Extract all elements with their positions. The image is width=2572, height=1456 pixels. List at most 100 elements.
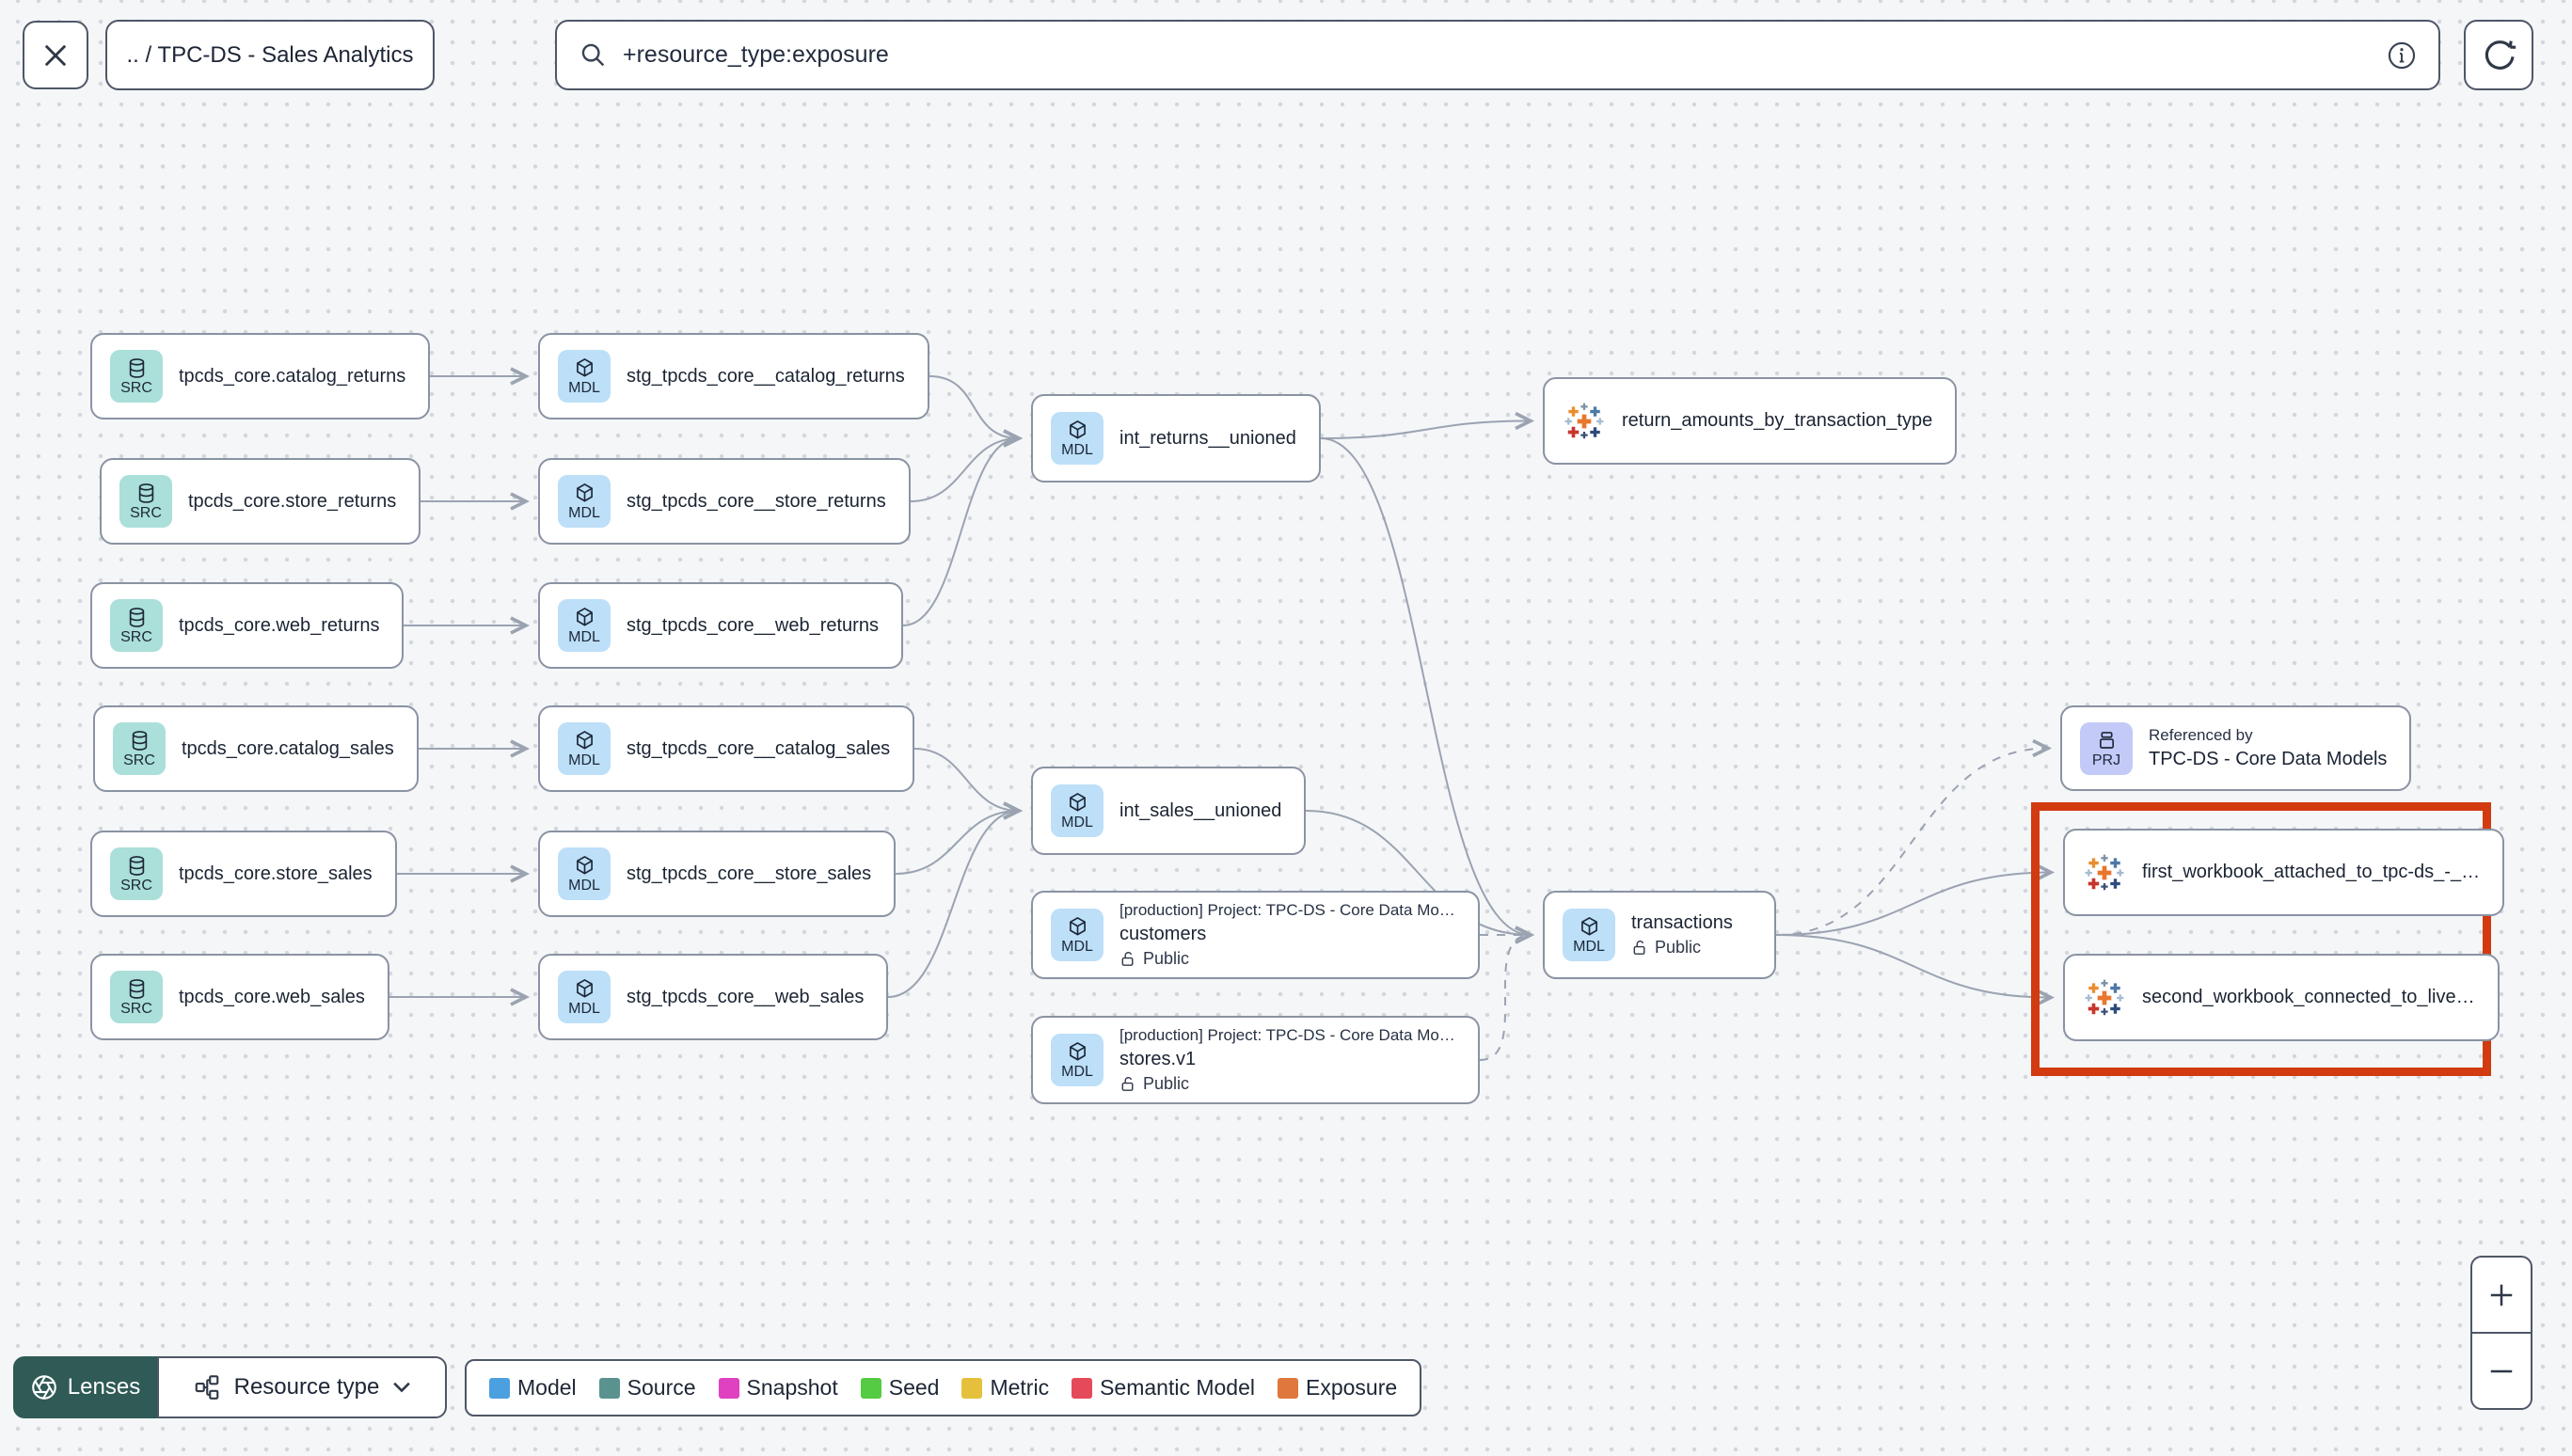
zoom-in-button[interactable] <box>2472 1258 2531 1332</box>
edge-int_returns-to-transactions <box>1320 437 1535 944</box>
badge-label: MDL <box>568 752 600 768</box>
graph-node-stores[interactable]: MDL [production] Project: TPC-DS - Core D… <box>1031 1016 1480 1104</box>
model-badge: MDL <box>1051 784 1103 837</box>
refresh-button[interactable] <box>2464 20 2533 90</box>
info-icon[interactable] <box>2386 40 2418 71</box>
graph-node-wb_second[interactable]: second_workbook_connected_to_live… <box>2063 954 2500 1041</box>
node-title: return_amounts_by_transaction_type <box>1622 410 1933 431</box>
graph-node-stg_catalog_sales[interactable]: MDL stg_tpcds_core__catalog_sales <box>538 705 915 792</box>
legend-item-seed: Seed <box>860 1375 940 1401</box>
zoom-controls[interactable] <box>2470 1256 2532 1410</box>
node-subtitle: [production] Project: TPC-DS - Core Data… <box>1119 1026 1455 1044</box>
cube-icon <box>1066 1040 1089 1064</box>
badge-label: SRC <box>130 505 162 521</box>
resource-type-label: Resource type <box>233 1374 380 1400</box>
database-icon <box>128 729 151 752</box>
legend-item-metric: Metric <box>961 1375 1049 1401</box>
database-icon <box>125 606 149 629</box>
node-title: tpcds_core.store_sales <box>179 863 373 884</box>
unlock-icon <box>1119 950 1137 968</box>
selection-highlight-box <box>2031 802 2491 1076</box>
close-icon <box>39 39 72 72</box>
graph-node-prj_core[interactable]: PRJ Referenced by TPC-DS - Core Data Model… <box>2060 705 2412 791</box>
source-badge: SRC <box>110 599 163 652</box>
node-access: Public <box>1631 938 1733 957</box>
model-badge: MDL <box>1051 1034 1103 1086</box>
legend-item-snapshot: Snapshot <box>718 1375 838 1401</box>
badge-label: SRC <box>123 752 155 768</box>
cube-icon <box>573 977 596 1001</box>
badge-label: MDL <box>1573 939 1605 955</box>
resource-type-dropdown[interactable]: Resource type <box>157 1356 447 1418</box>
badge-label: PRJ <box>2091 752 2121 768</box>
lenses-button[interactable]: Lenses <box>13 1356 157 1418</box>
graph-node-int_sales[interactable]: MDL int_sales__unioned <box>1031 767 1307 855</box>
node-subtitle: Referenced by <box>2149 726 2253 744</box>
node-title: TPC-DS - Core Data Models <box>2149 749 2388 769</box>
legend-label: Model <box>517 1375 577 1400</box>
legend-item-semantic-model: Semantic Model <box>1072 1375 1255 1401</box>
zoom-out-button[interactable] <box>2472 1334 2531 1408</box>
breadcrumb[interactable]: .. / TPC-DS - Sales Analytics <box>105 20 435 90</box>
legend-item-source: Source <box>598 1375 696 1401</box>
model-badge: MDL <box>1563 909 1615 961</box>
node-title: stg_tpcds_core__catalog_sales <box>627 737 891 759</box>
edge-int_sales-to-transactions <box>1305 810 1535 944</box>
cube-icon <box>1066 915 1089 939</box>
cube-icon <box>1066 419 1089 442</box>
legend-label: Seed <box>888 1375 940 1400</box>
model-badge: MDL <box>558 599 611 652</box>
cube-icon <box>573 606 596 629</box>
legend-swatch <box>860 1377 881 1399</box>
database-icon <box>125 356 149 380</box>
aperture-icon <box>30 1373 58 1401</box>
node-title: customers <box>1119 924 1207 944</box>
node-title: stg_tpcds_core__web_returns <box>627 614 879 636</box>
database-icon <box>125 977 149 1001</box>
graph-node-customers[interactable]: MDL[production] Project: TPC-DS - Core D… <box>1031 891 1480 979</box>
node-title: int_sales__unioned <box>1119 799 1282 821</box>
legend-swatch <box>1072 1377 1093 1399</box>
source-badge: SRC <box>110 971 163 1023</box>
legend-label: Semantic Model <box>1100 1375 1255 1400</box>
search-input[interactable] <box>623 41 2373 69</box>
node-title: transactions <box>1631 912 1733 933</box>
close-button[interactable] <box>23 21 88 89</box>
search-bar[interactable] <box>555 20 2440 90</box>
edge-stg_store_returns-to-int_returns <box>910 429 1024 502</box>
plus-icon <box>2487 1281 2516 1309</box>
legend-label: Snapshot <box>746 1375 838 1400</box>
unlock-icon <box>1119 1075 1137 1093</box>
legend-label: Source <box>627 1375 696 1400</box>
legend: Model Source Snapshot Seed Metric Semantic Mo… <box>465 1359 1422 1416</box>
edge-stores-to-transactions <box>1479 926 1535 1061</box>
node-title: stg_tpcds_core__catalog_returns <box>627 365 905 387</box>
refresh-icon <box>2480 37 2517 74</box>
graph-node-wb_first[interactable]: first_workbook_attached_to_tpc-ds_-_… <box>2063 829 2505 916</box>
graph-node-exp_return_amounts[interactable]: return_amounts_by_transaction_type <box>1543 377 1958 465</box>
node-title: tpcds_core.catalog_returns <box>179 365 406 387</box>
edge-stg_web_returns-to-int_returns <box>902 429 1024 626</box>
legend-swatch <box>961 1377 983 1399</box>
minus-icon <box>2487 1357 2516 1385</box>
edge-stg_web_sales-to-int_sales <box>887 801 1024 998</box>
model-badge: MDL <box>558 475 611 528</box>
graph-node-stg_web_returns[interactable]: MDL stg_tpcds_core__web_returns <box>538 582 903 669</box>
badge-label: MDL <box>1061 939 1093 955</box>
node-title: stores.v1 <box>1119 1049 1197 1069</box>
model-badge: MDL <box>1051 412 1103 465</box>
